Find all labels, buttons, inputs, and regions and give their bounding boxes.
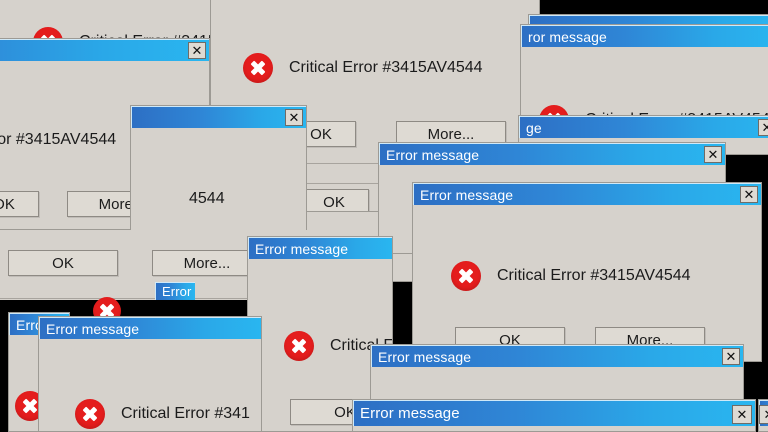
dialog-body: Critical Error #341 bbox=[39, 339, 261, 431]
message-row: 4544 bbox=[189, 190, 225, 208]
window-title: Error message bbox=[386, 146, 480, 163]
close-icon[interactable]: ✕ bbox=[732, 405, 752, 424]
ok-button[interactable]: OK bbox=[8, 250, 118, 276]
message-text: Critical Error #341 bbox=[121, 405, 250, 422]
message-text: al Error #3415AV4544 bbox=[0, 131, 117, 148]
message-row: Critical Error #341 bbox=[75, 399, 250, 429]
divider bbox=[293, 183, 403, 184]
error-x-icon bbox=[284, 331, 314, 361]
dialog-window[interactable]: Error bbox=[155, 282, 195, 300]
title-bar[interactable]: ✕ bbox=[759, 400, 768, 426]
message-row: Critical Error #3415AV4544 bbox=[243, 53, 483, 83]
window-title: ge bbox=[526, 119, 542, 136]
title-bar[interactable]: ror message bbox=[521, 25, 768, 47]
title-bar[interactable]: Error bbox=[155, 282, 195, 300]
title-bar[interactable]: ge ✕ bbox=[519, 116, 768, 138]
dialog-body bbox=[353, 426, 755, 431]
window-title: Error message bbox=[378, 348, 472, 365]
title-bar[interactable]: Error message bbox=[248, 237, 392, 259]
message-row: Critical Erro bbox=[284, 331, 392, 361]
message-row: al Error #3415AV4544 bbox=[0, 131, 116, 149]
title-bar[interactable]: Error message ✕ bbox=[0, 39, 209, 61]
ok-button[interactable]: OK bbox=[299, 189, 369, 211]
backdrop-patch-bottomleft bbox=[0, 296, 82, 316]
window-title: . . . bbox=[536, 17, 550, 28]
close-icon[interactable]: ✕ bbox=[722, 348, 740, 365]
error-x-icon bbox=[243, 53, 273, 83]
divider bbox=[293, 163, 403, 164]
close-icon[interactable]: ✕ bbox=[759, 405, 768, 424]
dialog-body: 4544 bbox=[131, 128, 306, 289]
dialog-window[interactable]: Error message ✕ Critical Error #3415AV45… bbox=[412, 182, 762, 362]
close-icon[interactable]: ✕ bbox=[285, 109, 303, 126]
more-button[interactable]: More... bbox=[152, 250, 262, 276]
ok-button[interactable]: OK bbox=[0, 191, 39, 217]
error-x-icon bbox=[451, 261, 481, 291]
close-icon[interactable]: ✕ bbox=[758, 119, 768, 136]
title-bar[interactable]: Error message ✕ bbox=[379, 143, 725, 165]
close-icon[interactable]: ✕ bbox=[188, 42, 206, 59]
error-x-icon bbox=[75, 399, 105, 429]
dialog-window[interactable]: ✕ bbox=[758, 399, 768, 432]
window-title: Error message bbox=[420, 186, 514, 203]
window-title: Error bbox=[162, 283, 192, 299]
message-text: 4544 bbox=[189, 190, 225, 207]
close-icon[interactable]: ✕ bbox=[740, 186, 758, 203]
message-text: Critical Error #3415AV4544 bbox=[289, 59, 483, 76]
message-row: Critical Error #3415AV4544 bbox=[451, 261, 691, 291]
window-title: ror message bbox=[528, 28, 607, 45]
dialog-window[interactable]: Error message ✕ bbox=[352, 399, 756, 432]
title-bar[interactable]: Error message ✕ bbox=[131, 106, 306, 128]
title-bar[interactable]: Error message ✕ bbox=[413, 183, 761, 205]
title-bar[interactable]: Error message ✕ bbox=[371, 345, 743, 367]
close-icon[interactable]: ✕ bbox=[704, 146, 722, 163]
title-bar[interactable]: Error message ✕ bbox=[353, 400, 755, 426]
message-text: Critical Error #3415AV4544 bbox=[497, 267, 691, 284]
window-title: Error message bbox=[255, 240, 349, 257]
window-title: Error message bbox=[360, 404, 460, 422]
window-title: Error message bbox=[46, 320, 140, 337]
dialog-window[interactable]: Error message Critical Error #341 bbox=[38, 316, 262, 432]
title-bar[interactable]: Error message bbox=[39, 317, 261, 339]
dialog-body: Critical Error #3415AV4544 OK More... bbox=[413, 205, 761, 361]
dialog-window[interactable]: Error message ✕ bbox=[370, 344, 744, 406]
